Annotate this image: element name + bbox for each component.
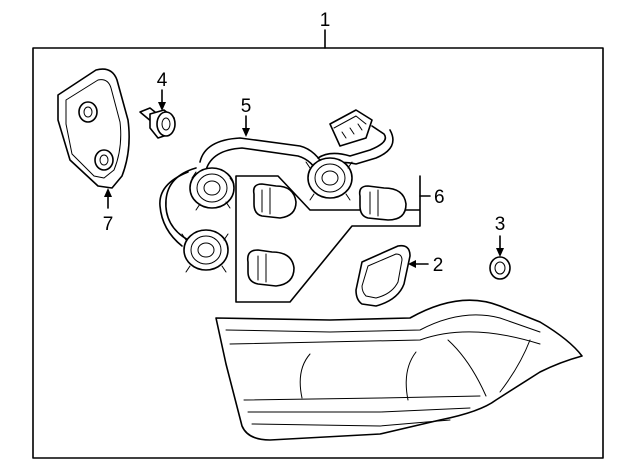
callout-2-label: 2: [433, 255, 444, 276]
bolt-part-4: [139, 107, 176, 139]
callout-5-arrowhead: [242, 128, 250, 137]
bulbs-part-6: [235, 175, 421, 303]
callout-5-label: 5: [241, 96, 252, 117]
callout-3-arrowhead: [496, 248, 504, 257]
washer-part-3: [489, 256, 511, 280]
callout-1-label: 1: [320, 10, 331, 31]
callout-6-label: 6: [434, 187, 445, 208]
callout-3-label: 3: [495, 214, 506, 235]
bracket-part-7: [57, 68, 130, 189]
socket-wiring-part-5: [159, 109, 394, 273]
gasket-part-2: [355, 244, 411, 307]
callout-4-arrowhead: [158, 102, 166, 111]
callout-7-label: 7: [103, 214, 114, 235]
diagram-frame: [32, 47, 604, 459]
callout-7-arrowhead: [104, 188, 112, 197]
lamp-housing: [215, 299, 583, 441]
callout-2-arrowhead: [408, 260, 416, 268]
callout-4-label: 4: [157, 70, 168, 91]
